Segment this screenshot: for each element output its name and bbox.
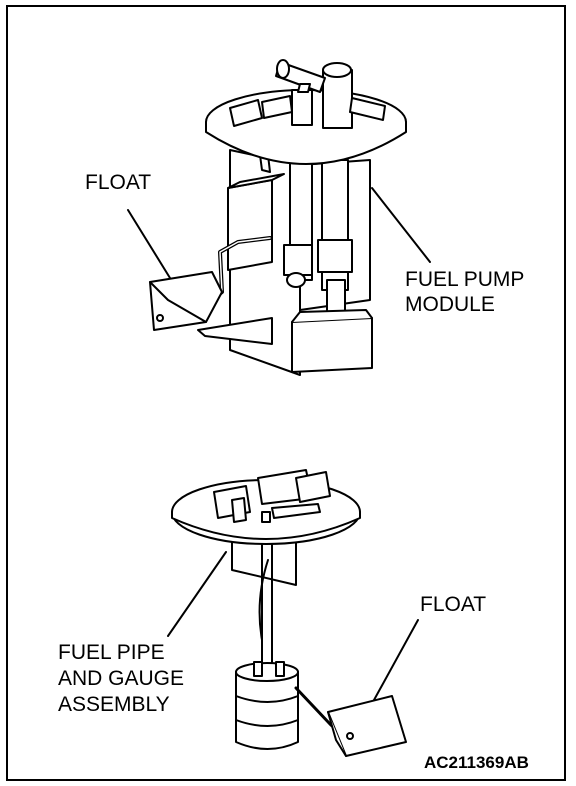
fuel-pump-module-label-line2: MODULE: [405, 293, 495, 316]
fuel-pump-module-leader: [371, 187, 431, 263]
fuel-pipe-gauge-drawing: [171, 469, 407, 757]
fuel-pipe-label-line3: ASSEMBLY: [58, 693, 170, 716]
figure-code: AC211369AB: [424, 753, 529, 772]
fuel-pipe-label-line2: AND GAUGE: [58, 667, 185, 690]
float-lower-leader: [373, 619, 419, 701]
fuel-pipe-leader: [167, 551, 227, 637]
float-upper-label: FLOAT: [85, 171, 152, 194]
fuel-pump-module-label-line1: FUEL PUMP: [405, 268, 525, 291]
float-lower-label: FLOAT: [420, 593, 487, 616]
float-upper-leader: [127, 209, 171, 279]
fuel-pipe-label-line1: FUEL PIPE: [58, 641, 165, 664]
fuel-pump-module-drawing: [149, 59, 407, 376]
